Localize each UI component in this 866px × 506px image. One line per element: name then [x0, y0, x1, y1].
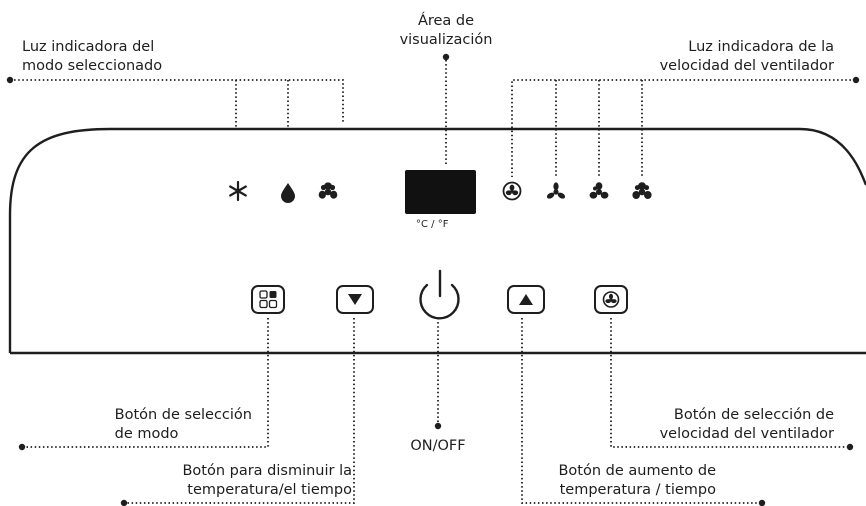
display-area-label-line1: Área de: [417, 13, 475, 29]
down-arrow-button[interactable]: [336, 285, 374, 314]
decrease-button-label-line2: temperatura/el tiempo: [187, 482, 352, 498]
display-unit-label: °C / °F: [416, 219, 449, 230]
down-arrow-icon: [348, 294, 362, 305]
mode-light-label-line1: Luz indicadora del: [22, 39, 155, 55]
power-button-label: ON/OFF: [388, 437, 488, 456]
increase-button-label-line2: temperatura / tiempo: [559, 482, 716, 498]
mode-button-label-line1: Botón de selección: [114, 407, 252, 423]
fan-low-icon: [546, 182, 566, 199]
mode-button[interactable]: [251, 285, 285, 314]
fan-light-label-line1: Luz indicadora de la: [688, 39, 834, 55]
decrease-button-label: Botón para disminuir la temperatura/el t…: [182, 462, 352, 500]
snowflake-icon: [229, 180, 247, 202]
up-arrow-icon: [519, 294, 533, 305]
mode-light-label-line2: modo seleccionado: [22, 58, 163, 74]
droplet-icon: [281, 183, 295, 203]
fan-icon: [318, 182, 338, 199]
fan-button-icon: [602, 291, 620, 308]
fan-auto-icon: [502, 181, 522, 201]
fan-light-label-line2: velocidad del ventilador: [659, 58, 834, 74]
leader-dots: [6, 53, 860, 506]
mode-button-label-line2: de modo: [114, 426, 179, 442]
fan-speed-button[interactable]: [594, 285, 628, 314]
panel-outline: [8, 127, 866, 353]
fan-high-icon: [632, 182, 652, 199]
increase-button-label: Botón de aumento de temperatura / tiempo: [558, 462, 716, 500]
fan-light-label: Luz indicadora de la velocidad del venti…: [660, 38, 834, 76]
fan-button-label-line1: Botón de selección de: [673, 407, 834, 423]
increase-button-label-line1: Botón de aumento de: [558, 463, 716, 479]
mode-light-label: Luz indicadora del modo seleccionado: [22, 38, 162, 76]
mode-button-label: Botón de selección de modo: [115, 406, 252, 444]
power-icon: [419, 283, 460, 320]
display-area-label-line2: visualización: [399, 32, 493, 48]
power-button-label-line1: ON/OFF: [410, 438, 466, 454]
leader-lines: [10, 60, 855, 504]
fan-button-label-line2: velocidad del ventilador: [659, 426, 834, 442]
power-button[interactable]: [419, 269, 460, 320]
mode-grid-icon: [259, 290, 268, 299]
up-arrow-button[interactable]: [507, 285, 545, 314]
display-area-label: Área de visualización: [368, 12, 524, 50]
fan-medium-icon: [589, 182, 609, 199]
decrease-button-label-line1: Botón para disminuir la: [182, 463, 352, 479]
display-screen: [405, 170, 476, 214]
fan-button-label: Botón de selección de velocidad del vent…: [660, 406, 834, 444]
